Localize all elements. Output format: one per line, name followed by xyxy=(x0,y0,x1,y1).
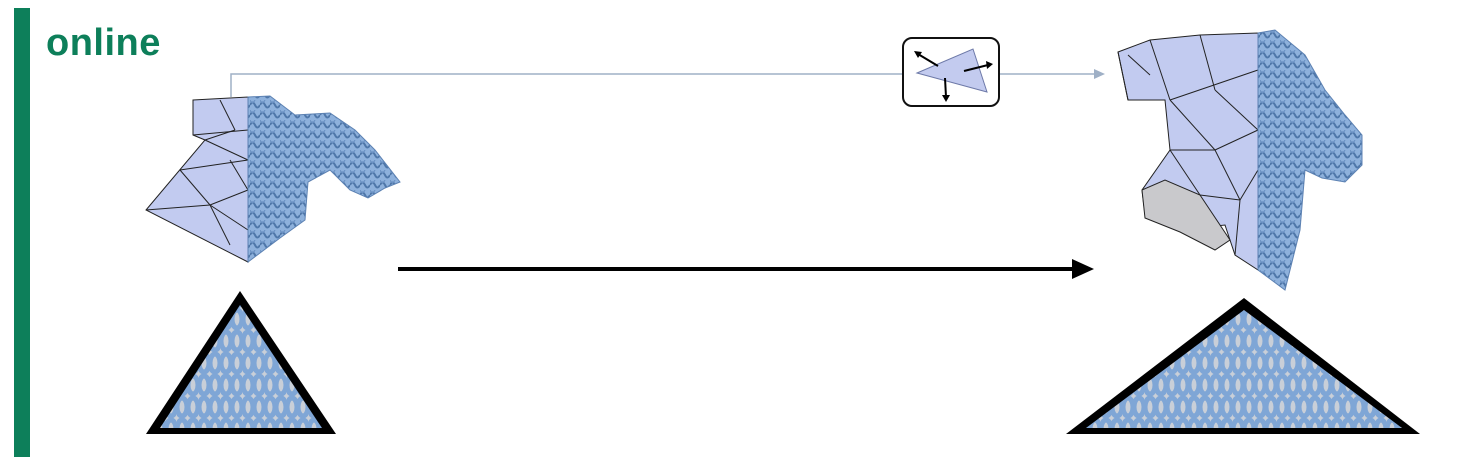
triangle-deformation-icon xyxy=(902,37,1000,107)
deformed-knit-triangle xyxy=(1066,298,1420,434)
garment-deformed-shape xyxy=(1117,29,1363,291)
right-arrow-icon xyxy=(398,259,1094,279)
rest-knit-triangle xyxy=(146,291,336,434)
section-heading: online xyxy=(46,22,161,64)
garment-rest-shape xyxy=(145,95,401,263)
accent-bar xyxy=(14,8,30,457)
connector-line xyxy=(230,69,1105,97)
